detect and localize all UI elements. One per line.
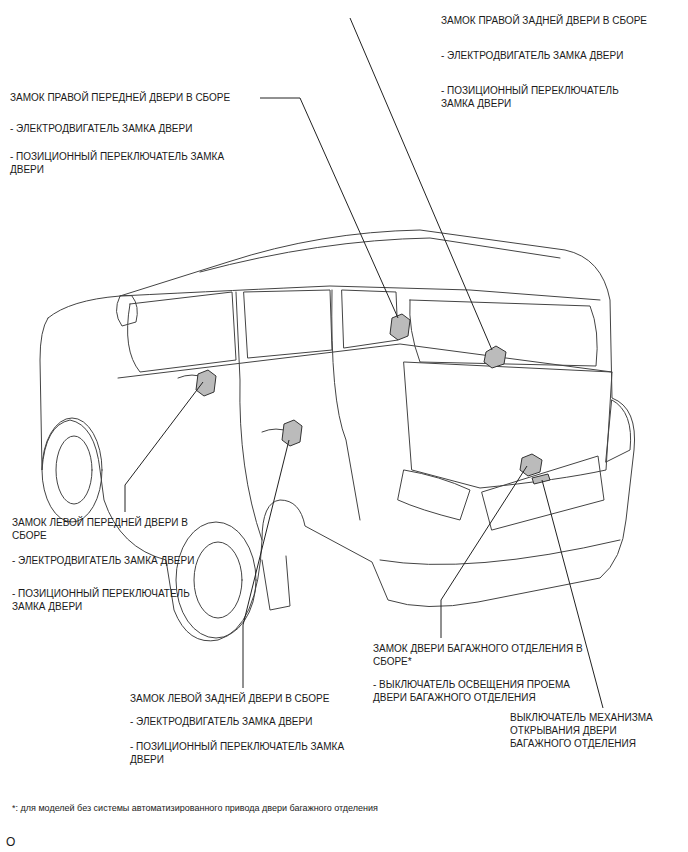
leader-line xyxy=(260,98,398,318)
tail-light xyxy=(398,470,470,520)
part-item: - ЭЛЕКТРОДВИГАТЕЛЬ ЗАМКА ДВЕРИ xyxy=(10,122,260,135)
mirror xyxy=(116,296,137,326)
leader-line xyxy=(243,440,289,688)
part-item: - ПОЗИЦИОННЫЙ ПЕРЕКЛЮЧАТЕЛЬ ЗАМКА ДВЕРИ xyxy=(441,84,646,110)
tailgate-switch-icon xyxy=(532,474,550,484)
part-item: - ЭЛЕКТРОДВИГАТЕЛЬ ЗАМКА ДВЕРИ xyxy=(12,554,262,567)
part-item: - ПОЗИЦИОННЫЙ ПЕРЕКЛЮЧАТЕЛЬ ЗАМКА ДВЕРИ xyxy=(10,150,255,176)
front-wheel xyxy=(42,418,102,522)
door-lock-icon xyxy=(282,420,302,446)
figure-id: O xyxy=(6,834,36,850)
part-item: - ПОЗИЦИОННЫЙ ПЕРЕКЛЮЧАТЕЛЬ ЗАМКА ДВЕРИ xyxy=(130,740,375,766)
door-lock-icon xyxy=(196,370,216,396)
part-item: - ВЫКЛЮЧАТЕЛЬ ОСВЕЩЕНИЯ ПРОЕМА ДВЕРИ БАГ… xyxy=(373,678,605,704)
belt-line xyxy=(118,344,612,378)
rear-bumper xyxy=(380,540,620,565)
footnote: *: для моделей без системы автоматизиров… xyxy=(12,802,572,814)
mud-flap xyxy=(262,556,290,610)
door-line xyxy=(236,292,262,540)
part-item: - ЭЛЕКТРОДВИГАТЕЛЬ ЗАМКА ДВЕРИ xyxy=(130,715,390,728)
door-line xyxy=(332,290,360,520)
side-window xyxy=(244,290,332,358)
part-item: - ПОЗИЦИОННЫЙ ПЕРЕКЛЮЧАТЕЛЬ ЗАМКА ДВЕРИ xyxy=(12,587,217,613)
front-wheel-rim xyxy=(56,436,92,504)
part-title: ВЫКЛЮЧАТЕЛЬ МЕХАНИЗМА ОТКРЫВАНИЯ ДВЕРИ Б… xyxy=(510,711,678,750)
leader-line xyxy=(350,18,492,350)
part-title: ЗАМОК ПРАВОЙ ЗАДНЕЙ ДВЕРИ В СБОРЕ xyxy=(441,14,681,27)
part-title: ЗАМОК ЛЕВОЙ ПЕРЕДНЕЙ ДВЕРИ В СБОРЕ xyxy=(12,516,204,542)
roof-rail xyxy=(200,238,560,272)
side-window xyxy=(128,292,236,372)
door-lock-icon xyxy=(484,346,506,368)
leader-line xyxy=(441,466,527,638)
part-title: ЗАМОК ДВЕРИ БАГАЖНОГО ОТДЕЛЕНИЯ В СБОРЕ* xyxy=(373,642,599,668)
car-body-outline xyxy=(40,230,635,641)
leader-line xyxy=(542,480,603,708)
part-title: ЗАМОК ЛЕВОЙ ЗАДНЕЙ ДВЕРИ В СБОРЕ xyxy=(130,692,390,705)
rear-wheel-rim xyxy=(194,542,242,618)
part-item: - ЭЛЕКТРОДВИГАТЕЛЬ ЗАМКА ДВЕРИ xyxy=(441,49,681,62)
license-plate-area xyxy=(482,456,604,530)
part-title: ЗАМОК ПРАВОЙ ПЕРЕДНЕЙ ДВЕРИ В СБОРЕ xyxy=(10,91,270,104)
tailgate-lock-icon xyxy=(520,454,542,476)
roof-line xyxy=(120,286,600,300)
leader-line xyxy=(125,382,203,512)
tail-light xyxy=(606,400,631,462)
door-lock-icon xyxy=(390,314,410,340)
tailgate xyxy=(404,362,612,488)
